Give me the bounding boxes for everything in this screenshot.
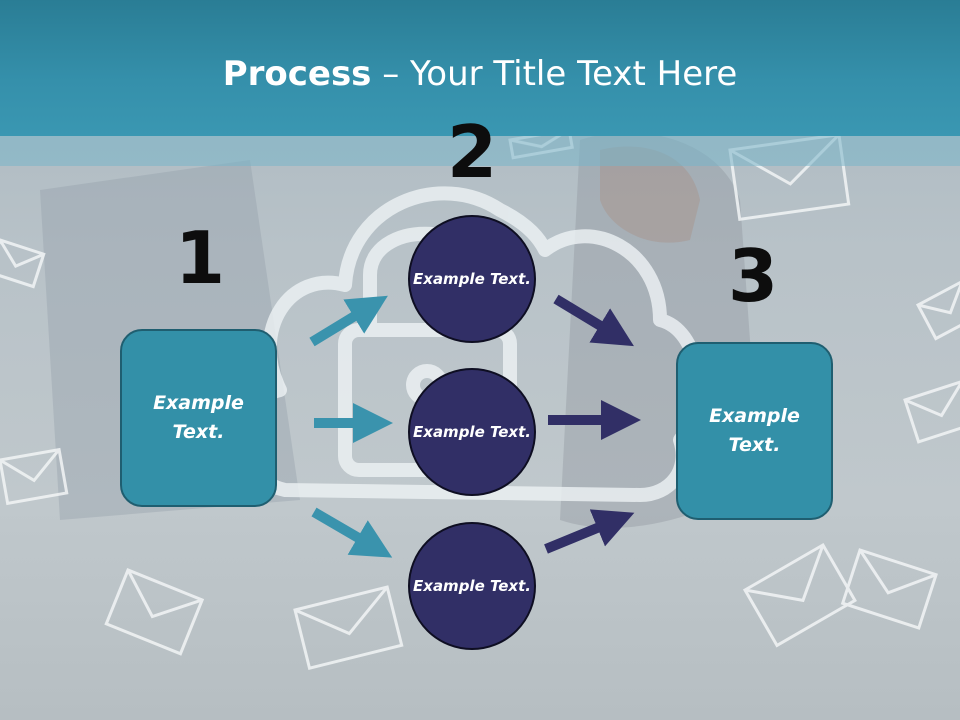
- arrow-2-top-to-3: [553, 294, 634, 347]
- step-2-circle-middle[interactable]: Example Text.: [408, 368, 536, 496]
- arrow-1-to-2-bottom: [311, 507, 393, 558]
- step-2-label-bottom: Example Text.: [413, 576, 531, 595]
- step-number-3: 3: [727, 234, 779, 318]
- title-sub-band: [0, 136, 960, 166]
- title-rest: – Your Title Text Here: [371, 54, 738, 94]
- step-number-2: 2: [446, 110, 498, 194]
- step-2-circle-top[interactable]: Example Text.: [408, 215, 536, 343]
- step-3-label: Example Text.: [709, 405, 800, 456]
- arrow-2-bottom-to-3: [544, 509, 635, 554]
- step-2-label-top: Example Text.: [413, 269, 531, 288]
- step-number-1: 1: [174, 216, 226, 300]
- step-1-box[interactable]: Example Text.: [120, 329, 277, 507]
- arrow-1-to-2-top: [309, 295, 388, 347]
- step-2-circle-bottom[interactable]: Example Text.: [408, 522, 536, 650]
- title-band: [0, 0, 960, 136]
- step-3-box[interactable]: Example Text.: [676, 342, 833, 520]
- step-1-label: Example Text.: [153, 392, 244, 443]
- title-bold: Process: [222, 54, 372, 94]
- slide-title: Process – Your Title Text Here: [0, 52, 960, 96]
- step-2-label-middle: Example Text.: [413, 422, 531, 441]
